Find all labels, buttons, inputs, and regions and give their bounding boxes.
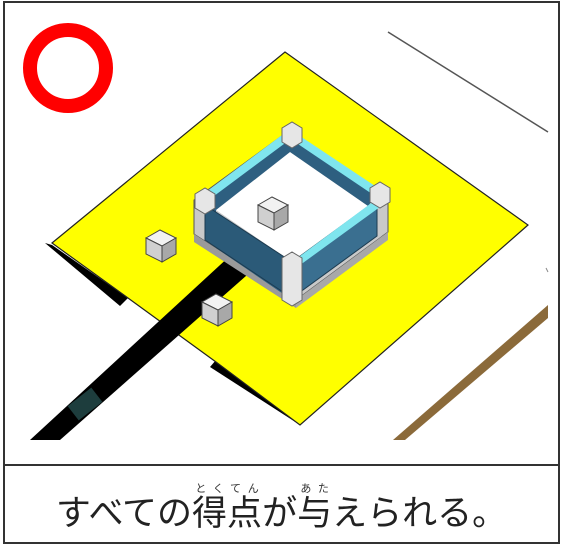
tape-marker: [67, 387, 103, 421]
caption-middle: が: [262, 494, 298, 534]
cube-in-goal: [256, 196, 290, 231]
ruby-tokuten: とくてん: [192, 482, 263, 495]
caption-before: すべての: [55, 494, 193, 534]
goal-wall-top-back-right: [292, 132, 384, 198]
table-edge-line: [387, 31, 549, 133]
field-shadow-left: [45, 243, 128, 306]
goal-wall-top-front-right: [292, 198, 384, 268]
goal-base-side: [194, 234, 296, 308]
caption-area: すべての 得点とくてん が 与あた えられる。: [4, 470, 559, 540]
ruby-ata: あた: [297, 482, 333, 495]
goal-corner-post: [281, 121, 303, 149]
goal-corner-post-3: [194, 187, 216, 215]
goal-floor: [216, 152, 368, 262]
caption-text: すべての 得点とくてん が 与あた えられる。: [56, 482, 507, 532]
goal-base-side-2: [296, 232, 388, 308]
goal-corner-post-2: [369, 181, 391, 209]
caption-kanji-tokuten: 得点とくてん: [192, 482, 263, 534]
circle-mark-icon: [23, 23, 113, 113]
goal-corner-post-4: [281, 251, 303, 307]
cube-on-tape: [200, 293, 234, 327]
cube-on-field: [144, 229, 178, 263]
table-edge-line-2: [545, 267, 549, 273]
goal-wall-top-back-left: [198, 132, 292, 202]
caption-kanji-ata: 与あた: [297, 482, 333, 534]
wooden-board: [393, 305, 548, 440]
caption-after: えられる。: [332, 494, 508, 534]
